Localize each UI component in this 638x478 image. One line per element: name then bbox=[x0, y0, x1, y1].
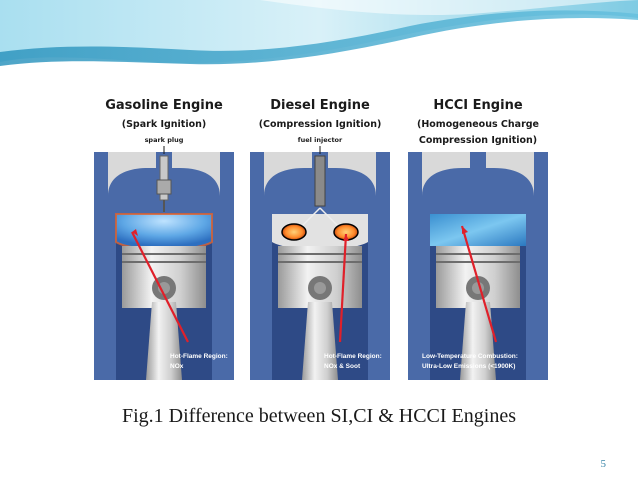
hcci-title: HCCI Engine bbox=[433, 98, 522, 113]
page-number: 5 bbox=[600, 458, 607, 470]
hcci-subtitle-line1: (Homogeneous Charge bbox=[417, 119, 539, 130]
diesel-region-detail: NOx & Soot bbox=[324, 363, 361, 370]
fuel-injector-label: fuel injector bbox=[298, 136, 343, 144]
header-wave-decoration bbox=[0, 0, 638, 66]
diesel-engine-drawing bbox=[250, 146, 390, 380]
gasoline-engine-panel: Gasoline Engine (Spark Ignition) spark p… bbox=[94, 98, 234, 380]
diesel-engine-panel: Diesel Engine (Compression Ignition) fue… bbox=[250, 98, 390, 380]
gasoline-region-detail: NOx bbox=[170, 363, 184, 370]
engine-comparison-figure: Gasoline Engine (Spark Ignition) spark p… bbox=[86, 96, 556, 380]
spark-plug-label: spark plug bbox=[145, 136, 184, 144]
hcci-region-label: Low-Temperature Combustion: bbox=[422, 353, 518, 360]
hcci-engine-panel: HCCI Engine (Homogeneous Charge Compress… bbox=[408, 98, 548, 380]
hcci-region-detail: Ultra-Low Emissions (<1900K) bbox=[422, 363, 515, 370]
diesel-region-label: Hot-Flame Region: bbox=[324, 353, 382, 360]
figure-caption: Fig.1 Difference between SI,CI & HCCI En… bbox=[122, 405, 516, 427]
engine-comparison-diagram: Gasoline Engine (Spark Ignition) spark p… bbox=[94, 98, 548, 380]
hcci-subtitle-line2: Compression Ignition) bbox=[419, 135, 537, 146]
gasoline-engine-drawing bbox=[94, 146, 234, 380]
hcci-engine-drawing bbox=[408, 152, 548, 380]
gasoline-subtitle: (Spark Ignition) bbox=[122, 119, 207, 130]
diesel-subtitle: (Compression Ignition) bbox=[259, 119, 382, 130]
diesel-title: Diesel Engine bbox=[270, 98, 370, 113]
gasoline-region-label: Hot-Flame Region: bbox=[170, 353, 228, 360]
gasoline-title: Gasoline Engine bbox=[105, 98, 223, 113]
